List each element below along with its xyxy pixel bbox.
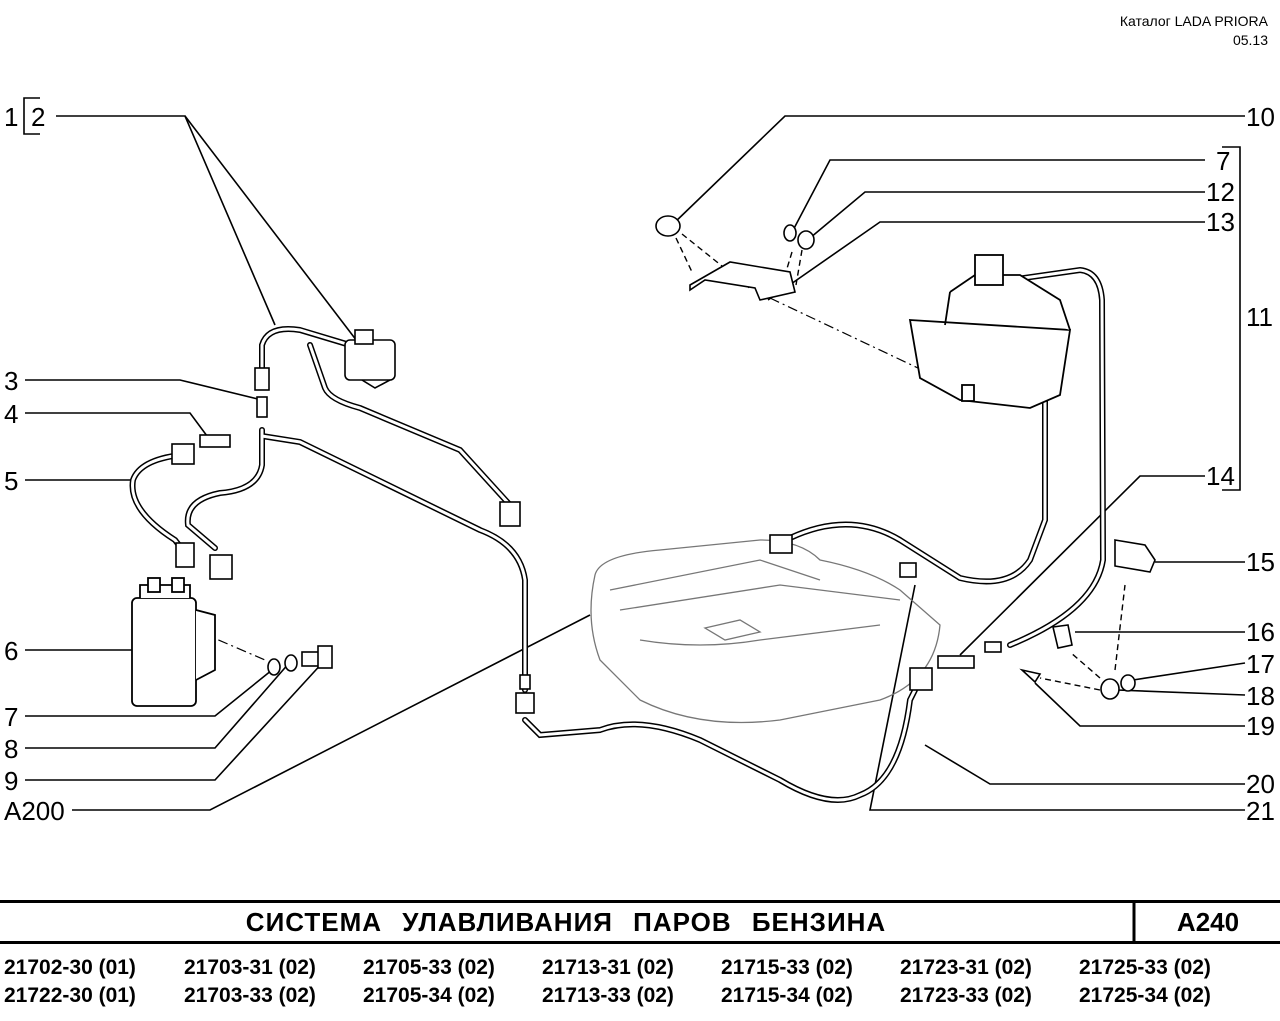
- model-row-2: 21722-30 (01) 21703-33 (02) 21705-34 (02…: [4, 984, 1280, 1012]
- callout-18: 18: [1246, 681, 1275, 711]
- leader-lines: [23, 97, 1246, 811]
- callout-15: 15: [1246, 547, 1275, 577]
- leader-2b: [184, 115, 361, 346]
- leader-20: [924, 744, 1245, 785]
- model-row-1: 21702-30 (01) 21703-31 (02) 21705-33 (02…: [4, 956, 1280, 984]
- leader-7a: [25, 669, 273, 717]
- assembly-lines: [199, 297, 976, 661]
- leader-A200: [72, 614, 591, 811]
- callout-14: 14: [1206, 461, 1235, 491]
- callout-a200: A200: [4, 796, 65, 826]
- callout-8: 8: [4, 734, 19, 764]
- leader-3: [25, 379, 263, 401]
- callout-3: 3: [4, 366, 19, 396]
- catalog-header: Каталог LADA PRIORA 05.13: [1120, 12, 1268, 50]
- model-code: 21722-30 (01): [4, 984, 136, 1007]
- title-band-frame: [0, 900, 1280, 944]
- callout-17: 17: [1246, 649, 1275, 679]
- callout-1: 1: [4, 102, 19, 132]
- callout-7-left: 7: [4, 702, 19, 732]
- leader-19: [1034, 682, 1245, 727]
- leader-18: [1116, 689, 1246, 696]
- model-code: 21715-33 (02): [721, 956, 853, 979]
- model-code: 21725-34 (02): [1079, 984, 1211, 1007]
- callout-5: 5: [4, 466, 19, 496]
- catalog-date: 05.13: [1232, 32, 1268, 48]
- callout-21: 21: [1246, 796, 1275, 826]
- separator-tank-icon: [908, 254, 1072, 409]
- valve-icon: [344, 329, 396, 389]
- catalog-name: Каталог LADA PRIORA: [1119, 13, 1268, 29]
- leader-4: [25, 412, 211, 441]
- callout-6: 6: [4, 636, 19, 666]
- model-code: 21703-33 (02): [184, 984, 316, 1007]
- model-code: 21715-34 (02): [721, 984, 853, 1007]
- fasteners-left-icon: [267, 645, 333, 676]
- callout-4: 4: [4, 399, 19, 429]
- model-code: 21723-31 (02): [900, 956, 1032, 979]
- model-code: 21705-34 (02): [363, 984, 495, 1007]
- leader-2a: [56, 115, 276, 326]
- leader-9: [25, 659, 326, 781]
- leader-10: [671, 115, 1245, 226]
- callout-9: 9: [4, 766, 19, 796]
- leader-8: [25, 661, 291, 749]
- model-code: 21723-33 (02): [900, 984, 1032, 1007]
- model-code: 21703-31 (02): [184, 956, 316, 979]
- leader-12: [809, 191, 1205, 239]
- leader-13: [767, 221, 1205, 301]
- page-title: СИСТЕМА УЛАВЛИВАНИЯ ПАРОВ БЕНЗИНА: [245, 906, 887, 937]
- callout-7-right: 7: [1216, 146, 1231, 176]
- model-code: 21705-33 (02): [363, 956, 495, 979]
- callout-11: 11: [1246, 302, 1273, 332]
- fuel-tank-a200: [590, 539, 941, 724]
- model-code: 21725-33 (02): [1079, 956, 1211, 979]
- leader-21: [869, 584, 1245, 811]
- section-code: A240: [1176, 906, 1240, 937]
- callout-19: 19: [1246, 711, 1275, 741]
- leader-7b: [789, 159, 1205, 237]
- title-band: СИСТЕМА УЛАВЛИВАНИЯ ПАРОВ БЕНЗИНА A240: [0, 900, 1280, 944]
- pipes-inner: [131, 268, 1105, 802]
- callout-10: 10: [1246, 102, 1275, 132]
- adsorber-canister-icon: [131, 577, 216, 707]
- callout-20: 20: [1246, 769, 1275, 799]
- leader-17: [1132, 662, 1246, 681]
- clips-icon: [1019, 539, 1156, 700]
- connectors-icon: [171, 367, 1002, 714]
- exploded-parts-diagram: [23, 97, 1246, 811]
- bracket-1-2: [23, 97, 40, 135]
- model-code: 21713-31 (02): [542, 956, 674, 979]
- leader-14: [959, 475, 1205, 656]
- callout-16: 16: [1246, 617, 1275, 647]
- callout-13: 13: [1206, 207, 1235, 237]
- model-list: 21702-30 (01) 21703-31 (02) 21705-33 (02…: [4, 956, 1280, 1012]
- callout-12: 12: [1206, 177, 1235, 207]
- mounting-bracket-icon: [655, 215, 815, 301]
- bracket-11: [1222, 146, 1241, 491]
- callout-2: 2: [31, 102, 46, 132]
- model-code: 21702-30 (01): [4, 956, 136, 979]
- model-code: 21713-33 (02): [542, 984, 674, 1007]
